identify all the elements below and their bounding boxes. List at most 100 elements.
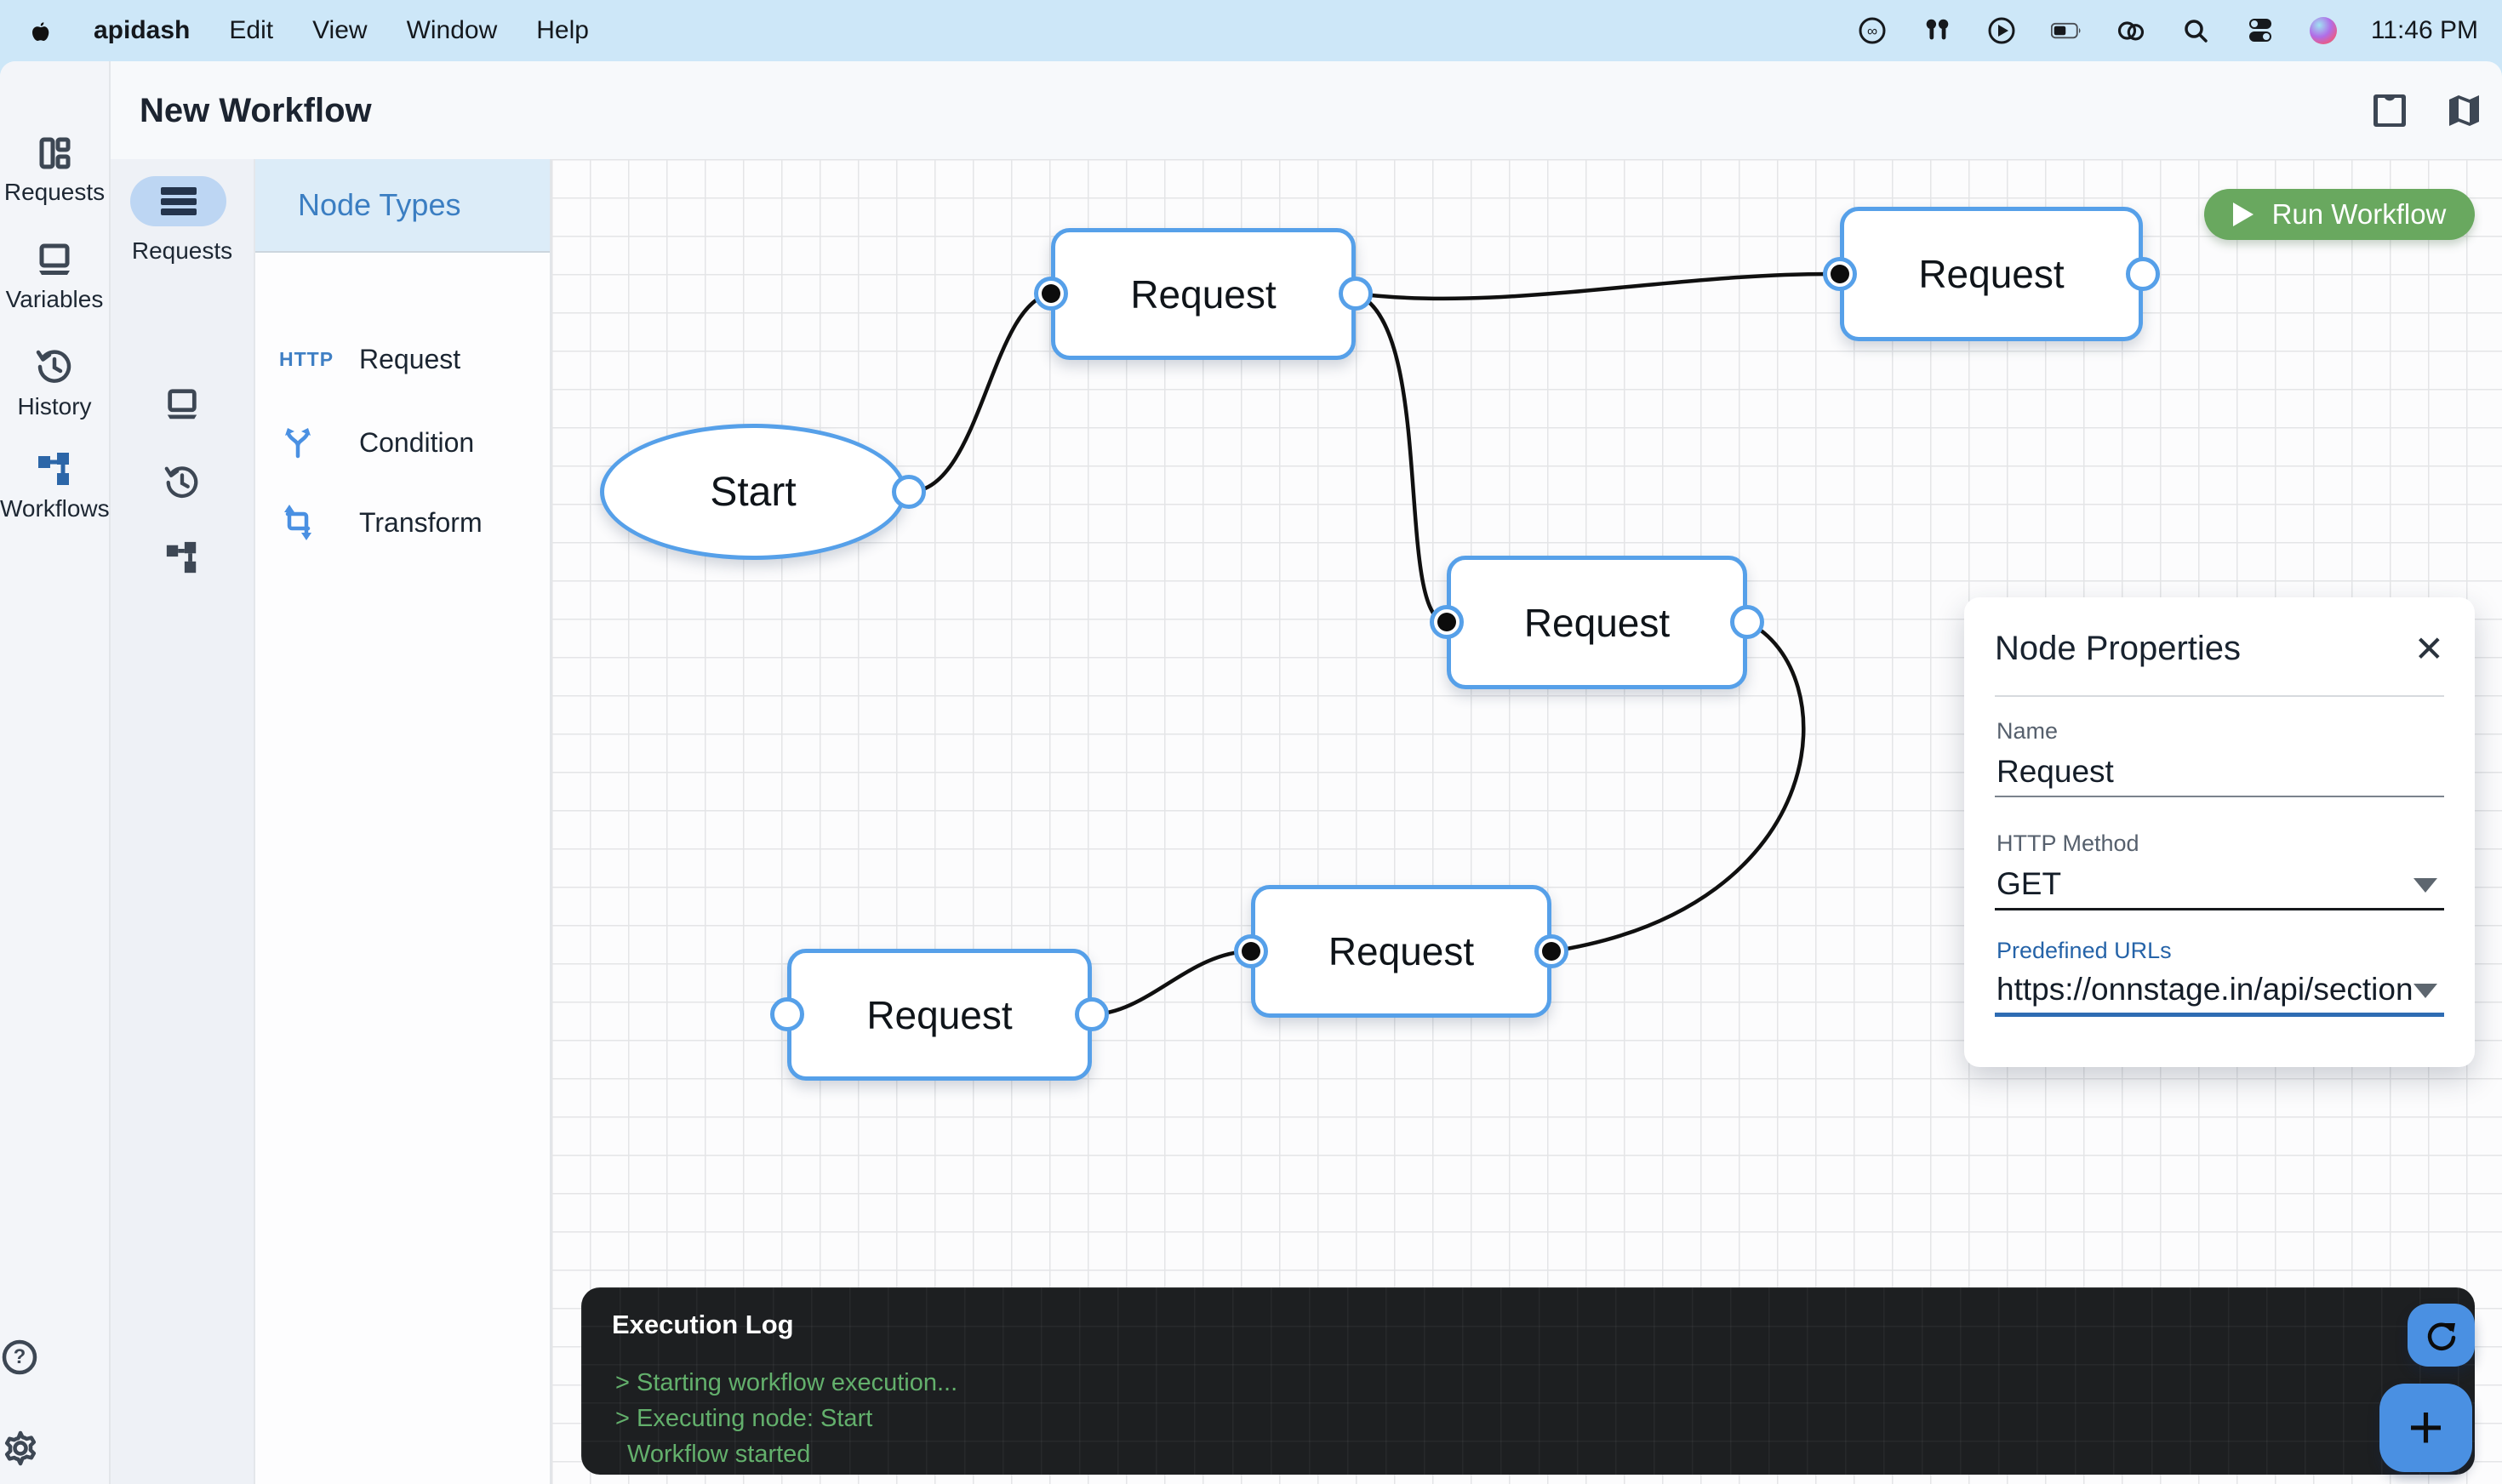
rail-item-label: Requests	[131, 237, 233, 264]
port-request3-out[interactable]	[1730, 605, 1764, 639]
screen-mirroring-icon[interactable]	[2116, 15, 2146, 46]
svg-text:∞: ∞	[1867, 23, 1877, 39]
node-request-3[interactable]: Request	[1447, 556, 1747, 689]
divider	[1995, 695, 2444, 697]
workflow-tree-icon	[166, 541, 197, 574]
http-method-label: HTTP Method	[1996, 830, 2139, 856]
laptop-icon	[0, 242, 109, 279]
port-request2-out[interactable]	[2126, 257, 2160, 291]
node-request-2[interactable]: Request	[1840, 207, 2143, 341]
menu-window[interactable]: Window	[406, 16, 498, 44]
node-types-header: Node Types	[255, 159, 550, 253]
refresh-button[interactable]	[2408, 1304, 2475, 1367]
app-window: New Workflow Requests Variables	[0, 61, 2502, 1484]
play-circle-icon[interactable]	[1986, 15, 2017, 46]
log-line: > Starting workflow execution...	[615, 1369, 958, 1396]
menu-app-name[interactable]: apidash	[94, 16, 191, 44]
requests-rail: Requests	[111, 159, 255, 1484]
macos-menu-bar: apidash Edit View Window Help ∞	[0, 0, 2502, 61]
battery-icon[interactable]	[2050, 15, 2082, 46]
help-button[interactable]: ?	[0, 1338, 109, 1377]
edge-request3-to-request5	[1549, 619, 1806, 954]
name-field-underline	[1995, 796, 2444, 797]
port-request4-in[interactable]	[770, 997, 804, 1031]
port-request4-out[interactable]	[1075, 997, 1109, 1031]
page-title: New Workflow	[140, 92, 372, 129]
refresh-icon	[2427, 1322, 2455, 1350]
primary-sidebar: Requests Variables History Workflows	[0, 61, 111, 1484]
close-icon[interactable]: ✕	[2413, 628, 2444, 669]
branch-icon	[279, 424, 335, 461]
rail-item-history[interactable]	[111, 464, 254, 501]
rail-item-requests-active[interactable]	[130, 176, 226, 226]
node-properties-panel: Node Properties ✕ Name Request HTTP Meth…	[1964, 597, 2475, 1067]
chevron-down-icon[interactable]	[2413, 984, 2437, 998]
predefined-urls-select[interactable]: https://onnstage.in/api/section	[1996, 972, 2413, 1007]
name-field-label: Name	[1996, 718, 2059, 744]
execution-log-panel: Execution Log > Starting workflow execut…	[581, 1287, 2475, 1475]
help-icon: ?	[2, 1339, 37, 1375]
transform-icon	[279, 502, 335, 543]
rail-item-workflows[interactable]	[111, 540, 254, 576]
sidebar-item-workflows[interactable]: Workflows	[0, 451, 110, 522]
node-request-4[interactable]: Request	[787, 949, 1092, 1081]
menu-help[interactable]: Help	[536, 16, 589, 44]
creative-cloud-icon[interactable]: ∞	[1857, 15, 1888, 46]
node-request-1[interactable]: Request	[1051, 228, 1356, 360]
edge-request1-to-request3	[1353, 291, 1449, 625]
predefined-urls-underline	[1995, 1013, 2444, 1017]
port-request1-out[interactable]	[1339, 277, 1373, 311]
port-start-out[interactable]	[892, 475, 926, 509]
port-request1-in[interactable]	[1034, 277, 1068, 311]
sidebar-item-requests[interactable]: Requests	[0, 134, 109, 206]
dashboard-icon	[0, 134, 109, 172]
rail-item-variables[interactable]	[111, 387, 254, 423]
spotlight-search-icon[interactable]	[2180, 15, 2211, 46]
tray-icon[interactable]	[2371, 92, 2408, 129]
menu-view[interactable]: View	[312, 16, 368, 44]
log-line: > Executing node: Start	[615, 1405, 873, 1432]
log-line: Workflow started	[627, 1441, 811, 1468]
airpods-icon[interactable]	[1922, 15, 1952, 46]
chevron-down-icon[interactable]	[2413, 878, 2437, 893]
node-request-5[interactable]: Request	[1251, 885, 1551, 1018]
apple-logo-icon[interactable]	[24, 15, 54, 46]
edge-request1-to-request2	[1353, 271, 1842, 301]
map-icon[interactable]	[2446, 92, 2483, 129]
list-table-icon	[160, 186, 197, 215]
node-types-panel: Node Types HTTP Request Condition Transf…	[255, 159, 551, 1484]
workflow-tree-icon	[0, 451, 109, 488]
history-clock-icon	[164, 466, 198, 499]
edge-request4-to-request5	[1089, 949, 1254, 1017]
port-request5-in[interactable]	[1234, 934, 1268, 968]
node-start[interactable]: Start	[600, 424, 906, 560]
port-request3-in[interactable]	[1430, 605, 1464, 639]
history-clock-icon	[0, 347, 109, 386]
menu-bar-clock[interactable]: 11:46 PM	[2370, 16, 2478, 44]
settings-button[interactable]	[0, 1428, 109, 1469]
play-icon	[2232, 203, 2254, 226]
node-type-request[interactable]: HTTP Request	[279, 343, 461, 374]
node-type-transform[interactable]: Transform	[255, 491, 550, 554]
http-method-select[interactable]: GET	[1996, 866, 2062, 901]
sidebar-item-label: Variables	[5, 286, 104, 312]
workflow-edges	[906, 271, 1842, 1017]
http-method-underline	[1995, 908, 2444, 910]
port-request2-in[interactable]	[1823, 257, 1857, 291]
menu-edit[interactable]: Edit	[229, 16, 274, 44]
http-icon: HTTP	[279, 347, 334, 370]
svg-text:?: ?	[14, 1345, 26, 1368]
sidebar-item-history[interactable]: History	[0, 347, 109, 420]
add-node-button[interactable]: +	[2379, 1384, 2472, 1472]
sidebar-item-variables[interactable]: Variables	[0, 242, 109, 313]
properties-title: Node Properties	[1995, 630, 2242, 667]
port-request5-out[interactable]	[1534, 934, 1568, 968]
name-field-input[interactable]: Request	[1996, 754, 2114, 789]
control-center-icon[interactable]	[2245, 15, 2276, 46]
run-workflow-button[interactable]: Run Workflow	[2204, 189, 2475, 240]
predefined-urls-label: Predefined URLs	[1996, 938, 2172, 963]
node-type-condition[interactable]: Condition	[255, 411, 550, 474]
plus-icon: +	[2408, 1394, 2444, 1462]
siri-icon[interactable]	[2309, 17, 2337, 44]
